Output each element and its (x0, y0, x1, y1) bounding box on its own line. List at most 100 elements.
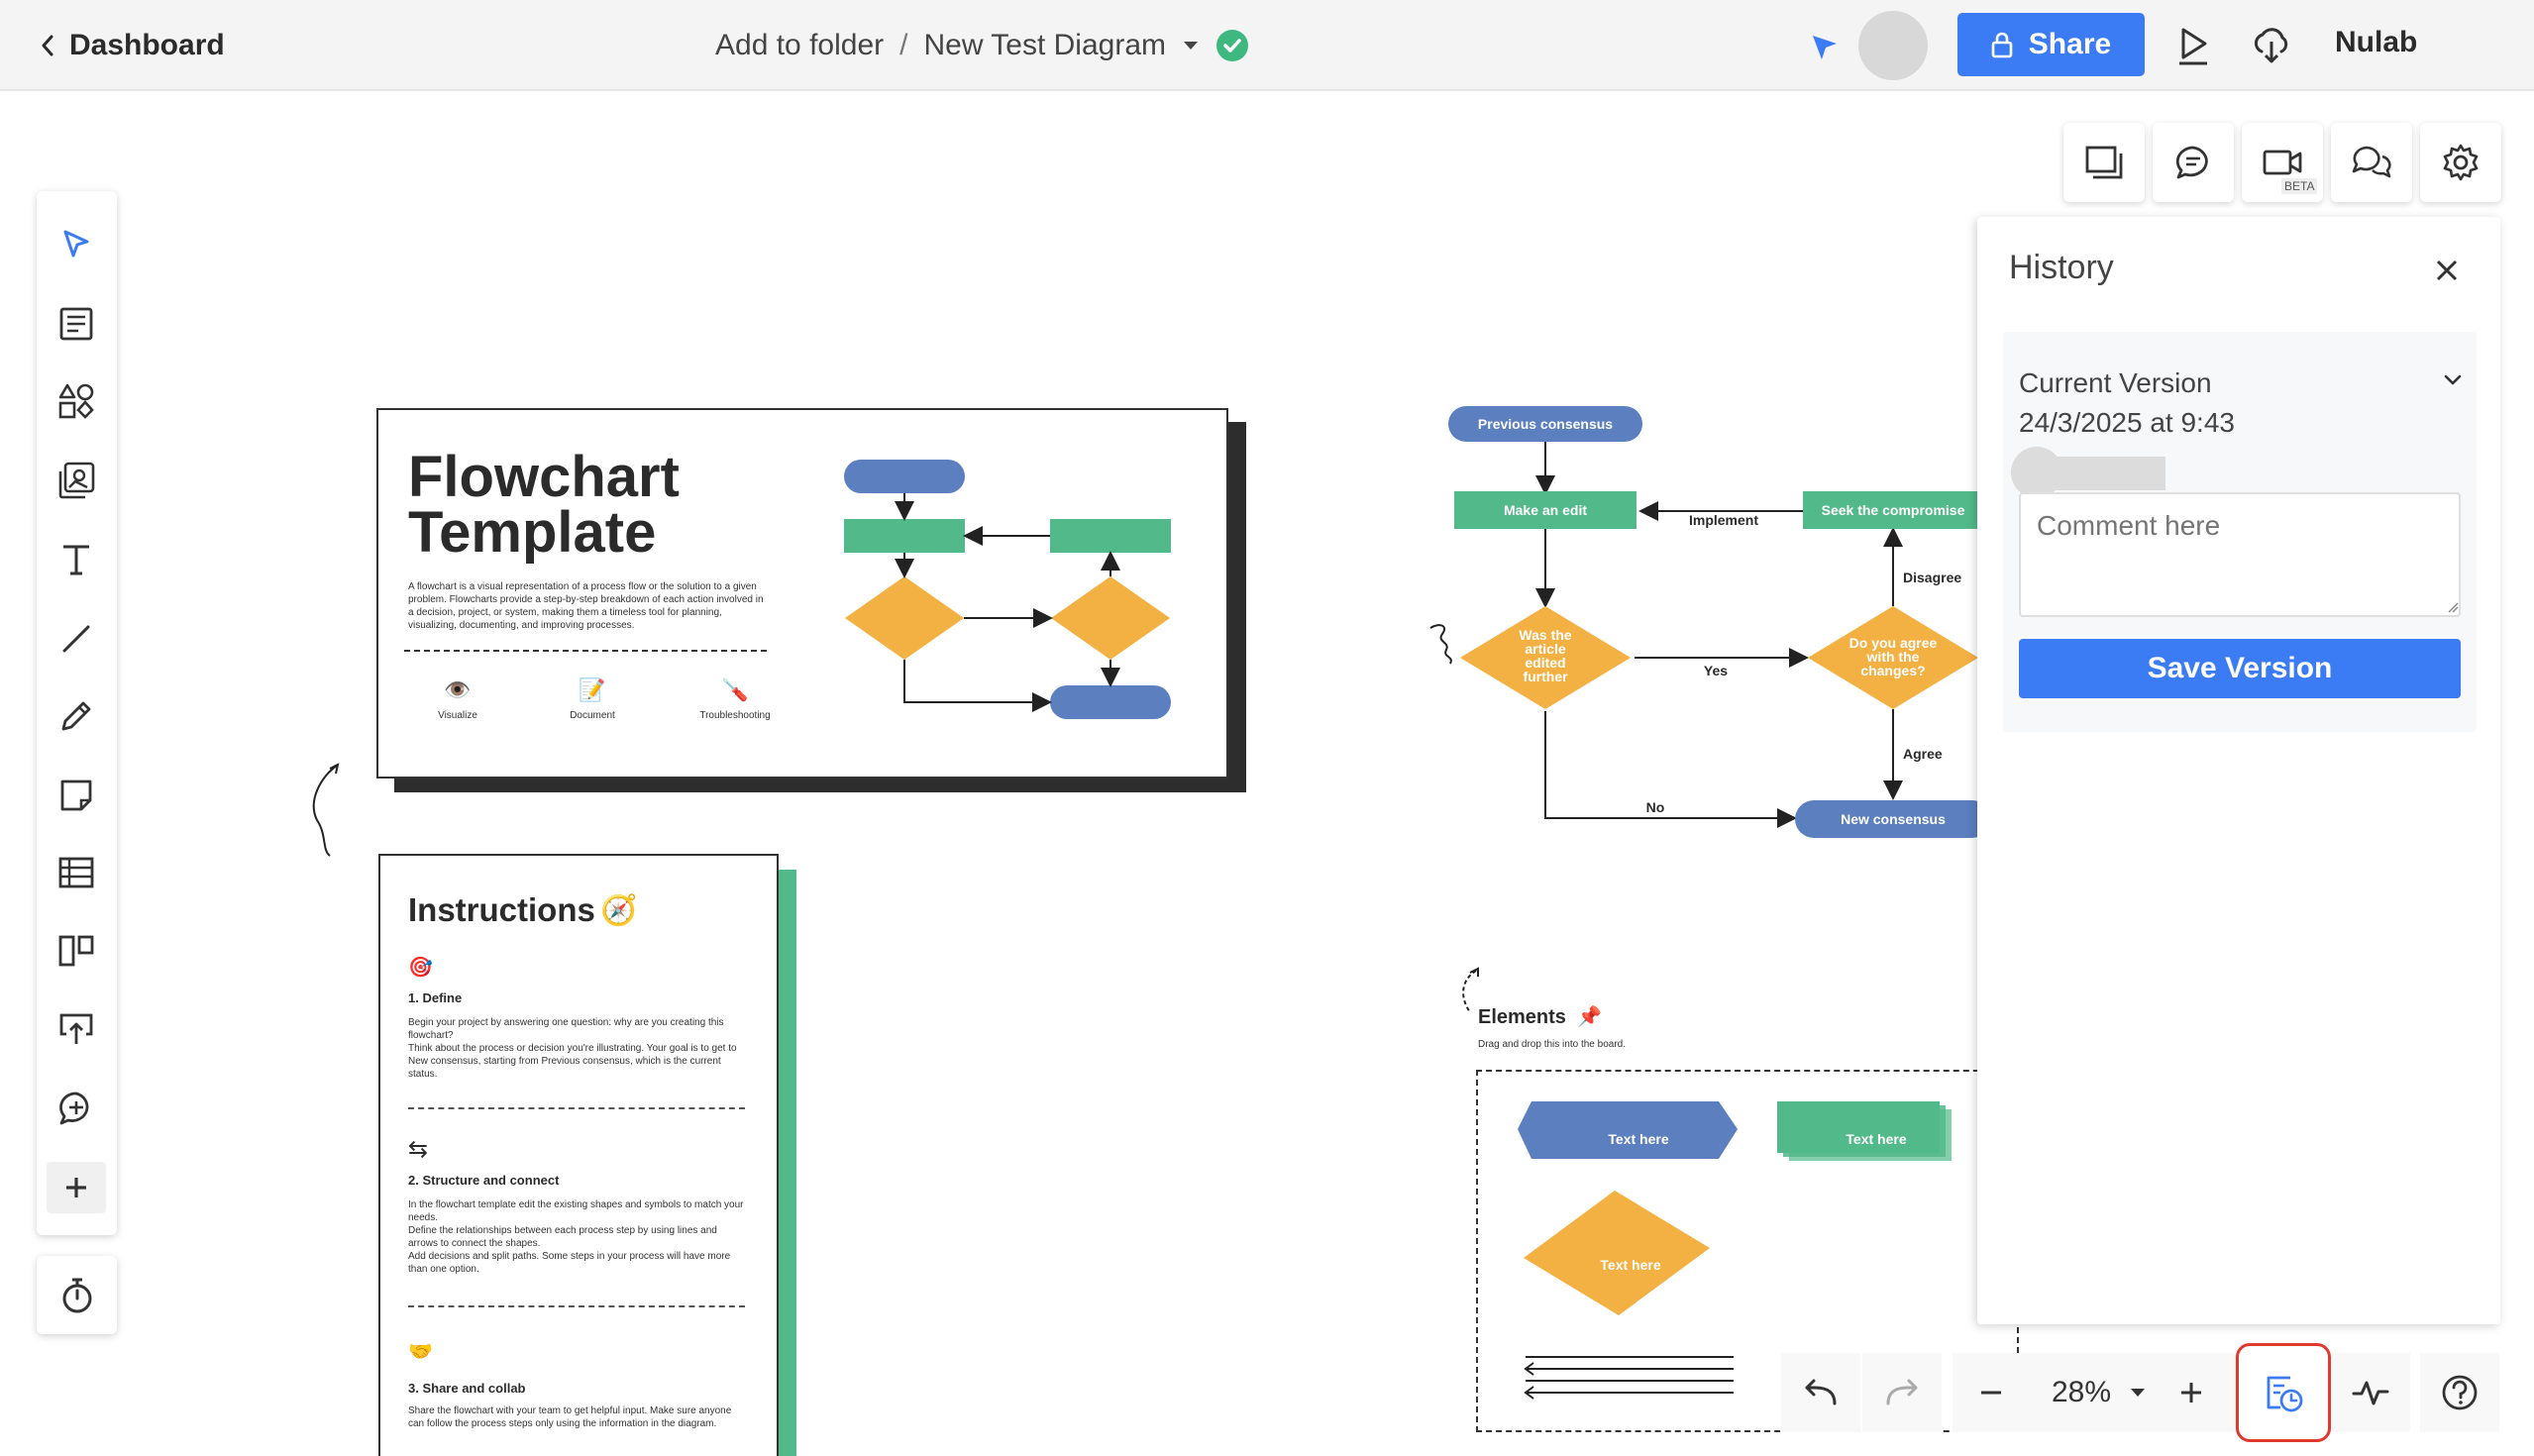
select-tool[interactable] (47, 215, 106, 274)
upload-icon (59, 1013, 93, 1044)
consensus-flowchart[interactable]: Previous consensus Make an edit Seek the… (1417, 396, 1991, 852)
pages-button[interactable] (2063, 123, 2145, 202)
make-edit-shape (1454, 491, 1637, 529)
share-label: Share (2028, 28, 2112, 60)
line-tool[interactable] (47, 609, 106, 669)
chat-button[interactable] (2331, 123, 2412, 202)
element-shape-2 (1777, 1101, 1940, 1153)
arrows-icon: ⇆ (408, 1136, 429, 1163)
agree-label: Agree (1903, 746, 1943, 762)
text-tool[interactable] (47, 530, 106, 589)
left-toolbar (37, 191, 117, 1235)
zoom-in-icon[interactable] (2180, 1382, 2202, 1404)
seek-compromise-label: Seek the compromise (1822, 502, 1965, 518)
pen-tool[interactable] (47, 686, 106, 746)
images-tool[interactable] (47, 451, 106, 510)
compass-icon: 🧭 (600, 894, 638, 927)
text-icon (63, 545, 89, 575)
previous-consensus-label: Previous consensus (1478, 416, 1613, 432)
comments-button[interactable] (2153, 123, 2234, 202)
instructions-title: Instructions (408, 891, 595, 928)
user-menu[interactable]: Nulab (2335, 26, 2418, 58)
present-play-icon[interactable] (2175, 26, 2211, 65)
visualize-item: 👁️ Visualize (418, 677, 497, 722)
decision-edited-line2: article (1525, 641, 1565, 657)
template-description: A flowchart is a visual representation o… (408, 581, 764, 631)
edge-no (1544, 711, 1797, 828)
stopwatch-icon (62, 1278, 91, 1312)
kanban-tool[interactable] (47, 920, 106, 980)
mini-decision-1 (845, 576, 964, 660)
pointer-cursor-icon[interactable] (1809, 32, 1841, 63)
templates-tool[interactable] (47, 294, 106, 354)
decision-agree-line1: Do you agree (1849, 635, 1938, 651)
share-button[interactable]: Share (1957, 13, 2145, 76)
activity-button[interactable] (2331, 1353, 2410, 1432)
redo-button[interactable] (1862, 1353, 1942, 1432)
help-button[interactable] (2420, 1353, 2499, 1432)
pin-icon: 📌 (1577, 1006, 1602, 1028)
cloud-download-icon[interactable] (2251, 24, 2292, 65)
resize-handle-icon[interactable] (2447, 601, 2459, 613)
new-consensus-label: New consensus (1841, 811, 1946, 827)
chevron-left-icon (42, 35, 53, 56)
comment-input[interactable] (2019, 492, 2461, 617)
template-title-line2: Template (408, 500, 657, 565)
handshake-icon: 🤝 (408, 1341, 433, 1363)
decision-edited-shape (1460, 606, 1631, 709)
save-version-button[interactable]: Save Version (2019, 639, 2461, 698)
mini-process-2 (1050, 519, 1171, 553)
history-button[interactable] (2236, 1343, 2331, 1442)
history-panel: History Current Version 24/3/2025 at 9:4… (1977, 217, 2500, 1324)
element-shape-1-label: Text here (1608, 1131, 1668, 1147)
video-call-button[interactable]: BETA (2242, 123, 2323, 202)
redo-icon (1886, 1379, 1918, 1405)
close-icon[interactable] (2435, 259, 2459, 282)
instructions-card[interactable]: Instructions 🧭 🎯 1. Define Begin your pr… (378, 854, 779, 1456)
sticky-note-tool[interactable] (47, 766, 106, 825)
table-tool[interactable] (47, 843, 106, 902)
timer-button[interactable] (37, 1256, 117, 1334)
chevron-down-icon[interactable] (2443, 373, 2463, 387)
decision-agree-shape (1808, 606, 1978, 709)
screwdriver-icon: 🪛 (721, 677, 749, 702)
disagree-label: Disagree (1903, 570, 1961, 585)
step-2-heading: 2. Structure and connect (408, 1173, 560, 1188)
template-title-line1: Flowchart (408, 445, 680, 509)
more-tools-button[interactable] (47, 1162, 106, 1213)
mini-end-terminal (1050, 685, 1171, 719)
elements-shapes[interactable]: Text here Text here Text here (1516, 1099, 1981, 1426)
elements-title: Elements (1478, 1006, 1566, 1028)
implement-label: Implement (1689, 512, 1758, 528)
back-to-dashboard[interactable]: Dashboard (40, 26, 225, 65)
sticky-note-icon (60, 780, 92, 811)
decision-edited-line3: edited (1525, 655, 1565, 671)
flowchart-template-card[interactable]: Flowchart Template A flowchart is a visu… (376, 408, 1228, 779)
add-comment-tool[interactable] (47, 1079, 106, 1138)
zoom-level[interactable]: 28% (2052, 1376, 2112, 1408)
template-mini-flowchart (844, 460, 1171, 719)
video-camera-icon (2263, 150, 2302, 175)
shapes-tool[interactable] (47, 371, 106, 431)
upload-tool[interactable] (47, 999, 106, 1059)
folder-link[interactable]: Add to folder (715, 29, 885, 61)
step-3-heading: 3. Share and collab (408, 1381, 526, 1396)
element-shape-2-label: Text here (1846, 1131, 1906, 1147)
decision-edited-line4: further (1523, 669, 1568, 684)
history-title: History (2009, 249, 2114, 286)
version-author-name (2037, 457, 2165, 490)
step-3-body: Share the flowchart with your team to ge… (408, 1405, 732, 1429)
step-divider-2 (408, 1305, 745, 1307)
settings-button[interactable] (2420, 123, 2501, 202)
undo-button[interactable] (1781, 1353, 1860, 1432)
zoom-caret-down-icon[interactable] (2129, 1387, 2147, 1399)
step-divider-1 (408, 1107, 745, 1109)
kanban-icon (58, 935, 94, 967)
zoom-out-icon[interactable] (1980, 1391, 2002, 1395)
avatar[interactable] (1858, 11, 1928, 80)
diagram-name[interactable]: New Test Diagram (923, 29, 1166, 61)
caret-down-icon[interactable] (1182, 39, 1200, 52)
document-item: 📝 Document (553, 677, 632, 722)
pages-icon (2085, 146, 2123, 179)
undo-icon (1805, 1379, 1837, 1405)
